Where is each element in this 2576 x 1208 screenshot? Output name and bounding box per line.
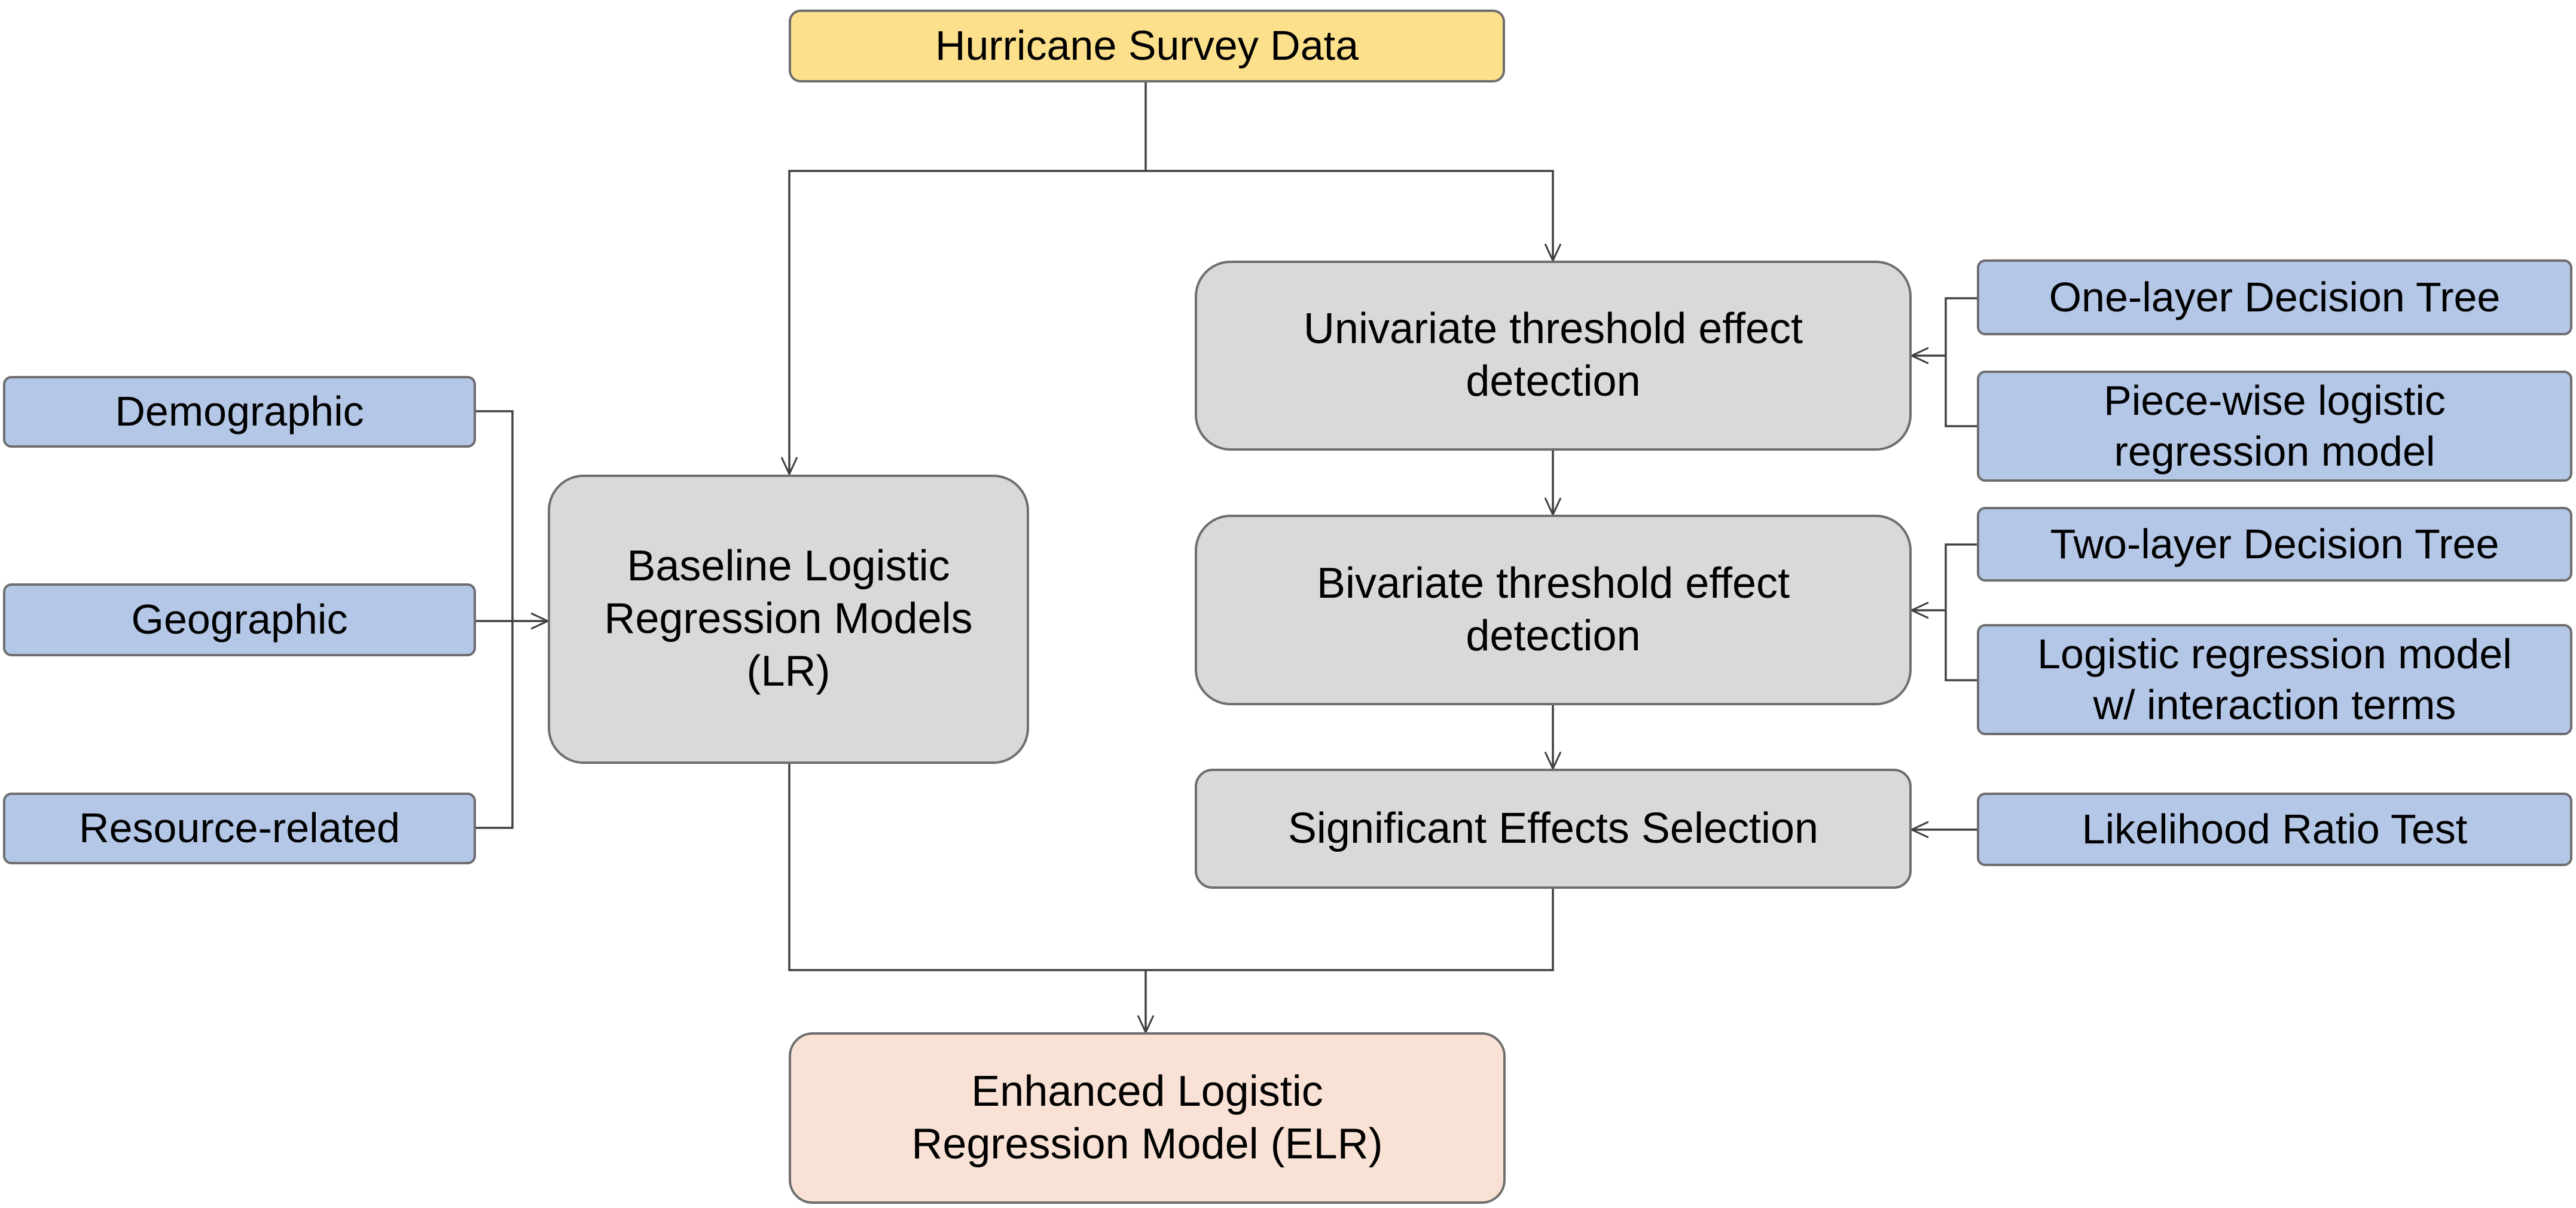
univariate-detection-box: Univariate threshold effect detection xyxy=(1195,261,1912,451)
connector-bivariate-methods-bracket xyxy=(1945,543,1977,681)
connector-source-to-baseline xyxy=(789,170,1146,474)
demographic-factor-box: Demographic xyxy=(3,376,476,448)
baseline-lr-box: Baseline Logistic Regression Models (LR) xyxy=(548,475,1029,764)
logistic-regression-interaction-box: Logistic regression model w/ interaction… xyxy=(1977,624,2572,735)
two-layer-decision-tree-box: Two-layer Decision Tree xyxy=(1977,507,2572,582)
geographic-factor-box: Geographic xyxy=(3,583,476,656)
connector-source-to-univariate xyxy=(1146,170,1553,261)
connector-merge xyxy=(788,764,1554,971)
likelihood-ratio-test-box: Likelihood Ratio Test xyxy=(1977,793,2572,866)
piecewise-logistic-regression-box: Piece-wise logistic regression model xyxy=(1977,371,2572,482)
enhanced-lr-output-box: Enhanced Logistic Regression Model (ELR) xyxy=(789,1032,1506,1204)
one-layer-decision-tree-box: One-layer Decision Tree xyxy=(1977,259,2572,335)
significant-effects-selection-box: Significant Effects Selection xyxy=(1195,769,1912,889)
connector-univariate-methods-bracket xyxy=(1945,297,1977,427)
bivariate-detection-box: Bivariate threshold effect detection xyxy=(1195,515,1912,705)
hurricane-survey-data-box: Hurricane Survey Data xyxy=(789,10,1505,82)
connector-factor-bracket xyxy=(476,410,514,829)
resource-related-factor-box: Resource-related xyxy=(3,793,476,864)
